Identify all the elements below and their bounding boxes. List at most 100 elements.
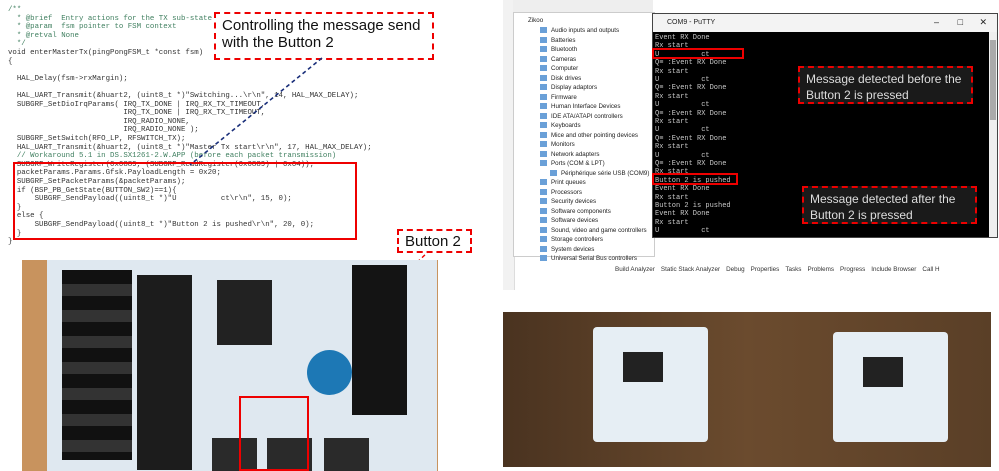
terminal-line: Rx start [655,118,689,126]
code-line: if (BSP_PB_GetState(BUTTON_SW2)==1){ [8,186,177,195]
two-boards-photo [503,312,991,467]
device-icon [540,160,547,167]
tree-item[interactable]: Batteries [540,37,575,44]
device-icon [540,131,547,138]
code-line: * @retval None [8,31,79,40]
terminal-line: Event RX Done [655,185,710,194]
code-line: } [8,238,13,247]
toolbar-tab[interactable]: Call H [922,266,940,273]
callout-after: Message detected after the Button 2 is p… [802,186,977,224]
tree-item[interactable]: Software devices [540,217,598,224]
device-icon [540,65,547,72]
code-line: SUBGRF_SendPayload((uint8_t *)"U ct\r\n"… [8,195,292,204]
toolbar-tab[interactable]: Static Stack Analyzer [660,266,721,273]
device-icon [540,27,547,34]
tree-item-label: Storage controllers [551,236,603,243]
toolbar-tab[interactable]: Properties [750,266,780,273]
toolbar-tab[interactable]: Tasks [785,266,802,273]
terminal-line: Rx start [655,218,689,227]
tree-item-label: Computer [551,65,579,72]
device-icon [540,198,547,205]
minimize-button[interactable]: – [933,17,939,27]
tree-item[interactable]: Processors [540,189,582,196]
toolbar-tab[interactable]: Progress [840,266,866,273]
after-highlight-box [652,173,738,185]
arrow-to-code [189,57,323,166]
device-icon [540,93,547,100]
tree-item[interactable]: Ports (COM & LPT) [540,160,605,167]
toolbar-tab[interactable]: Debug [726,266,745,273]
tree-item[interactable]: IDE ATA/ATAPI controllers [540,113,623,120]
ide-bottom-toolbar: Build Analyzer Static Stack Analyzer Debug… [615,266,999,282]
close-button[interactable]: ✕ [979,17,987,27]
terminal-line: U ct [655,50,710,59]
terminal-line: U ct [655,151,710,160]
terminal-line: Rx start [655,67,689,76]
tree-item-label: Disk drives [551,74,582,82]
tree-item-label: Human Interface Devices [551,103,621,110]
tree-item-label: Bluetooth [551,46,578,53]
code-line: * @param fsm pointer to FSM context [8,23,177,32]
tree-item[interactable]: Keyboards [540,122,581,129]
tree-item[interactable]: Cameras [540,56,576,63]
tree-item-label: Périphérique série USB (COM9) [561,169,650,177]
device-icon [550,169,557,176]
tree-item-label: Ports (COM & LPT) [551,160,605,167]
tree-item[interactable]: Network adapters [540,151,600,158]
tree-item[interactable]: Disk drives [540,75,581,82]
code-line: /** [8,6,22,14]
tree-item-label: Keyboards [551,122,581,129]
tree-item-label: Monitors [551,141,575,148]
code-line: IRQ_TX_DONE | IRQ_RX_TX_TIMEOUT, [8,109,266,118]
tree-item[interactable]: Firmware [540,94,577,101]
tree-item[interactable]: Monitors [540,141,575,148]
device-icon [540,74,547,81]
toolbar-tab[interactable]: Include Browser [871,266,917,273]
tree-item[interactable]: Universal Serial Bus controllers [540,255,637,262]
tree-item[interactable]: Bluetooth [540,46,577,53]
putty-scrollbar[interactable] [989,32,997,237]
tree-item[interactable]: Storage controllers [540,236,603,243]
code-line: SUBGRF_WriteRegister(0x0889, (SUBGRF_Rea… [8,160,315,169]
device-icon [540,103,547,110]
code-line: HAL_UART_Transmit(&huart2, (uint8_t *)"S… [8,92,359,100]
device-icon [540,245,547,252]
maximize-button[interactable]: □ [957,17,963,27]
tree-item[interactable]: Sound, video and game controllers [540,227,647,234]
device-icon [540,236,547,243]
tree-item[interactable]: System devices [540,246,594,253]
device-icon [540,122,547,129]
code-line: // Workaround 5.1 in DS.SX1261-2.W.APP (… [8,152,337,161]
tree-item[interactable]: Périphérique série USB (COM9) [550,170,649,177]
tree-item-label: Processors [551,188,582,196]
tree-item[interactable]: Software components [540,208,611,215]
toolbar-tab[interactable]: Build Analyzer [615,266,655,273]
tree-item[interactable]: Computer [540,65,578,72]
putty-titlebar: COM9 - PuTTY – □ ✕ [653,14,997,32]
device-icon [540,84,547,91]
button2-highlight-box [239,396,309,471]
code-line: } [8,203,22,212]
callout-button2: Button 2 [397,229,472,253]
tree-item[interactable]: Print queues [540,179,586,186]
device-icon [540,217,547,224]
toolbar-tab[interactable]: Problems [807,266,835,273]
device-icon [540,255,547,262]
terminal-line: Rx start [655,168,689,177]
tree-item[interactable]: Security devices [540,198,596,205]
code-line: void enterMasterTx(pingPongFSM_t *const … [8,49,204,57]
tree-item-label: Security devices [551,198,597,205]
terminal-line: Rx start [655,193,689,202]
device-icon [540,188,547,195]
tree-root[interactable]: Zikoo [528,17,544,24]
tree-item[interactable]: Audio inputs and outputs [540,27,619,34]
tree-item[interactable]: Mice and other pointing devices [540,132,638,139]
tree-item[interactable]: Human Interface Devices [540,103,620,110]
tree-item[interactable]: Display adaptors [540,84,597,91]
device-manager-toolbar [513,0,653,12]
code-line: { [8,57,13,66]
device-icon [540,46,547,53]
code-line: HAL_UART_Transmit(&huart2, (uint8_t *)"M… [8,143,372,152]
